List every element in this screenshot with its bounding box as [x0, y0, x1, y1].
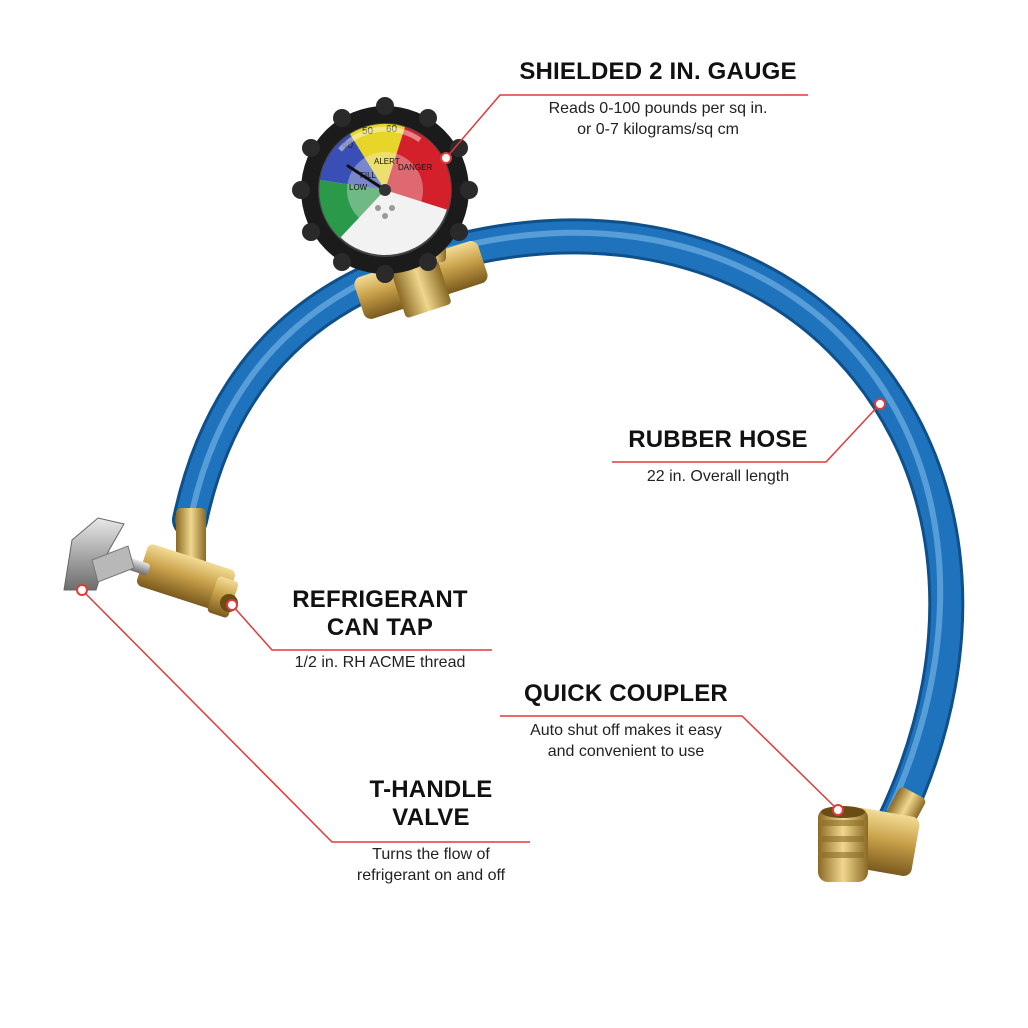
rubber-hose: [172, 218, 965, 838]
gauge-zone-fill: FILL: [360, 171, 377, 180]
leader-valve: [81, 589, 530, 843]
coupler-title: QUICK COUPLER: [524, 680, 728, 707]
valve-title-line-1: T-HANDLE: [369, 776, 493, 803]
coupler-desc-line-1: Auto shut off makes it easy: [530, 722, 722, 739]
dot-can-tap: [226, 599, 238, 611]
can-tap-title-line-1: REFRIGERANT: [292, 586, 468, 613]
callout-coupler: QUICK COUPLER Auto shut off makes it eas…: [496, 680, 756, 762]
gauge-tick-40: 40: [342, 140, 354, 151]
gauge-title: SHIELDED 2 IN. GAUGE: [519, 58, 797, 85]
leader-hose: [612, 403, 881, 463]
dot-hose: [874, 398, 886, 410]
gauge-zone-low: LOW: [349, 183, 368, 192]
coupler-desc-line-2: and convenient to use: [547, 743, 705, 760]
gauge-tick-60: 60: [386, 124, 398, 135]
leader-gauge: [445, 94, 808, 159]
can-tap-assembly: [63, 508, 239, 618]
hose-desc-line-1: 22 in. Overall length: [646, 468, 790, 485]
leader-dots: [76, 152, 886, 816]
quick-coupler-assembly: [818, 787, 926, 882]
dot-gauge: [440, 152, 452, 164]
gauge-zone-danger: DANGER: [398, 163, 432, 172]
gauge-tick-50: 50: [362, 126, 374, 137]
gauge-desc-line-2: or 0-7 kilograms/sq cm: [577, 121, 739, 138]
can-tap-title-line-2: CAN TAP: [326, 614, 434, 641]
valve-desc-line-1: Turns the flow of: [372, 846, 490, 863]
callout-hose: RUBBER HOSE 22 in. Overall length: [608, 426, 828, 487]
valve-title-line-2: VALVE: [392, 804, 470, 831]
gauge-zone-alert: ALERT: [374, 157, 400, 166]
can-tap-desc-line-1: 1/2 in. RH ACME thread: [294, 654, 466, 671]
dot-coupler: [832, 804, 844, 816]
leader-can-tap: [231, 604, 492, 651]
hose-title: RUBBER HOSE: [628, 426, 808, 453]
leader-lines: [81, 94, 881, 843]
callout-can-tap: REFRIGERANT CAN TAP 1/2 in. RH ACME thre…: [262, 586, 498, 673]
valve-desc-line-2: refrigerant on and off: [356, 867, 506, 884]
callout-valve: T-HANDLE VALVE Turns the flow of refrige…: [326, 776, 536, 886]
leader-coupler: [500, 715, 839, 811]
pressure-gauge: 40 50 60 LOW FILL ALERT DANGER: [292, 97, 478, 283]
callout-gauge: SHIELDED 2 IN. GAUGE Reads 0-100 pounds …: [498, 58, 818, 140]
gauge-desc-line-1: Reads 0-100 pounds per sq in.: [548, 100, 768, 117]
dot-valve: [76, 584, 88, 596]
